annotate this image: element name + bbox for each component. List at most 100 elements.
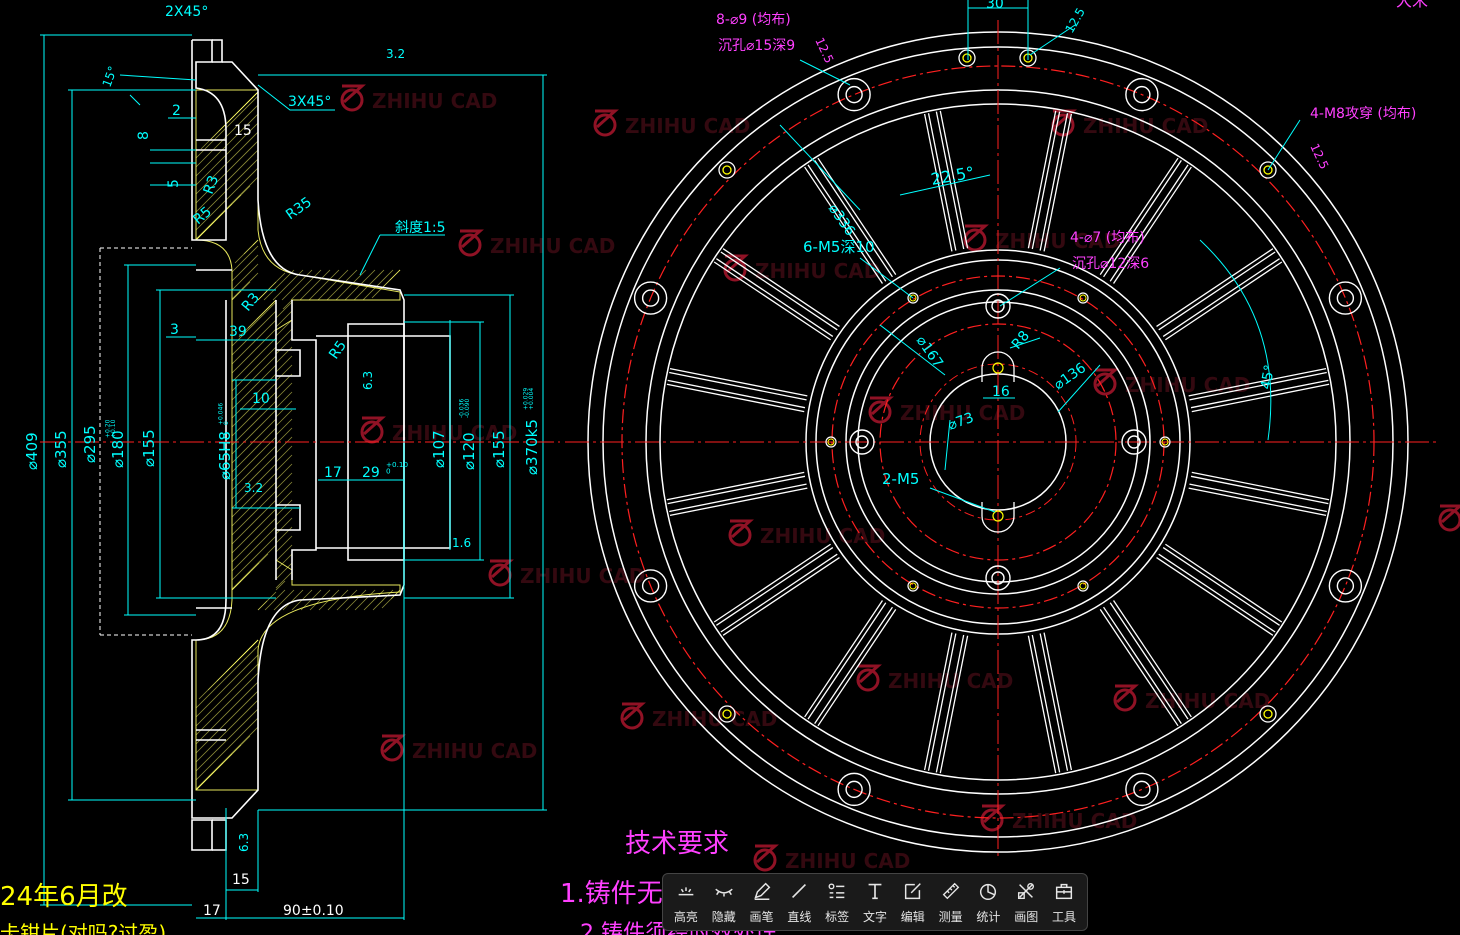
dimension-label: ⌀167 bbox=[913, 333, 946, 371]
toolbar-button-label: 画笔 bbox=[749, 909, 774, 924]
toolbar-button-text[interactable]: 文字 bbox=[856, 876, 894, 928]
watermark-logo: ZHIHU CAD bbox=[868, 396, 1025, 425]
watermark-text: ZHIHU CAD bbox=[900, 401, 1025, 425]
dimension-label: ⌀355 bbox=[52, 430, 70, 468]
hole-callout: 4-⌀7 (均布) bbox=[1070, 230, 1145, 246]
revision-note: 24年6月改 bbox=[0, 882, 128, 912]
thread-callout: 2-M5 bbox=[882, 470, 919, 488]
dimension-label: 22.5° bbox=[929, 163, 975, 189]
dimension-label: 15 bbox=[232, 872, 250, 888]
watermark-text: ZHIHU CAD bbox=[392, 421, 517, 445]
chamfer-label: 2X45° bbox=[165, 4, 208, 20]
dimension-label: 6.3 bbox=[237, 833, 251, 852]
toolbar-button-tag-list[interactable]: 标签 bbox=[818, 876, 856, 928]
dimension-label: 3.2 bbox=[386, 47, 405, 61]
partial-note: 卡钳片(对吗?过盈) bbox=[0, 921, 166, 935]
dimension-label: ⌀107 bbox=[430, 430, 448, 468]
section-view bbox=[40, 34, 560, 920]
watermark-text: ZHIHU CAD bbox=[1083, 114, 1208, 138]
dimension-label: ⌀409 bbox=[23, 432, 41, 470]
toolbar-button-line[interactable]: 直线 bbox=[780, 876, 818, 928]
toolbar-button-ruler[interactable]: 测量 bbox=[932, 876, 970, 928]
draw-shapes-icon bbox=[1015, 880, 1037, 906]
toolbar-button-label: 测量 bbox=[938, 909, 963, 924]
watermark-logo: ZHIHU CAD bbox=[723, 254, 880, 283]
toolbar-button-label: 工具 bbox=[1052, 909, 1077, 924]
dimension-label: 斜度1:5 bbox=[395, 220, 446, 236]
watermark-text: ZHIHU CAD bbox=[625, 114, 750, 138]
watermark-logo: ZHIHU CAD bbox=[620, 702, 777, 731]
hole-callout: 沉孔⌀15深9 bbox=[718, 38, 795, 54]
dimension-lines bbox=[40, 34, 547, 920]
toolbar-button-label: 文字 bbox=[862, 909, 887, 924]
dimension-label: 1.6 bbox=[452, 536, 471, 550]
dimension-label: 29 bbox=[362, 465, 380, 481]
watermark-logo: ZHIHU CAD bbox=[963, 224, 1120, 253]
dimension-label: 17 bbox=[324, 465, 342, 481]
toolbar-button-label: 画图 bbox=[1014, 909, 1039, 924]
toolbar-button-label: 统计 bbox=[976, 909, 1001, 924]
watermark-logo: ZHIHU CAD bbox=[856, 664, 1013, 693]
toolbar-button-pen[interactable]: 画笔 bbox=[743, 876, 781, 928]
dimension-label: R35 bbox=[283, 194, 315, 223]
toolbar-button-edit[interactable]: 编辑 bbox=[894, 876, 932, 928]
watermark-text: ZHIHU CAD bbox=[1125, 373, 1250, 397]
hidden-lines bbox=[99, 247, 192, 636]
dimension-label: +0.20+0.10 bbox=[105, 419, 118, 438]
text-icon bbox=[864, 880, 886, 906]
dimension-label: 12.5 bbox=[1307, 141, 1331, 171]
bottom-toolbar: 高亮隐藏画笔直线标签文字编辑测量统计画图工具 bbox=[662, 873, 1088, 931]
toolbar-button-label: 直线 bbox=[787, 909, 812, 924]
watermark-logo: ZHIHU CAD bbox=[340, 84, 497, 113]
dimension-label: ⌀336 bbox=[825, 201, 858, 239]
dimension-label: ⌀136 bbox=[1051, 360, 1089, 393]
ruler-icon bbox=[940, 880, 962, 906]
line-icon bbox=[788, 880, 810, 906]
dimension-label: ⌀155 bbox=[140, 429, 158, 467]
toolbar-button-label: 隐藏 bbox=[711, 909, 736, 924]
dimension-label: 大米 bbox=[1396, 0, 1428, 10]
dimension-label: 39 bbox=[229, 324, 247, 340]
pie-chart-icon bbox=[977, 880, 999, 906]
toolbar-button-label: 编辑 bbox=[900, 909, 925, 924]
dimension-label: 2 bbox=[172, 103, 181, 119]
watermark-logo: ZHIHU CAD bbox=[458, 229, 615, 258]
dimension-label: ⌀180 bbox=[109, 430, 127, 468]
watermark-logo: ZHIHU CAD bbox=[1438, 504, 1460, 532]
dimension-label: 16 bbox=[992, 384, 1010, 400]
dimension-label: ⌀370k5 bbox=[523, 419, 541, 475]
dimension-label: ⌀155 bbox=[490, 430, 508, 468]
dimension-label: 3X45° bbox=[288, 94, 331, 110]
watermark-logo: ZHIHU CAD bbox=[360, 416, 517, 445]
watermark-text: ZHIHU CAD bbox=[412, 739, 537, 763]
toolbox-icon bbox=[1053, 880, 1075, 906]
toolbar-button-highlight[interactable]: 高亮 bbox=[667, 876, 705, 928]
hole-callout: 沉孔⌀12深6 bbox=[1072, 256, 1149, 272]
dimension-label: R3 bbox=[201, 173, 222, 196]
hole-callout: 8-⌀9 (均布) bbox=[716, 12, 791, 28]
dimension-label: 45° bbox=[1258, 363, 1278, 390]
watermark-logo: ZHIHU CAD bbox=[728, 519, 885, 548]
watermark-text: ZHIHU CAD bbox=[755, 259, 880, 283]
dimension-label: 10 bbox=[252, 391, 270, 407]
dimension-label: 90±0.10 bbox=[283, 903, 344, 919]
dimension-label: 5 bbox=[166, 179, 182, 188]
pen-icon bbox=[751, 880, 773, 906]
watermark-logo: ZHIHU CAD bbox=[488, 559, 645, 588]
watermark-text: ZHIHU CAD bbox=[995, 229, 1120, 253]
dimension-label: +0.0460 bbox=[218, 403, 231, 425]
watermark-text: ZHIHU CAD bbox=[520, 564, 645, 588]
toolbar-button-hide-eye[interactable]: 隐藏 bbox=[705, 876, 743, 928]
toolbar-button-draw-shapes[interactable]: 画图 bbox=[1007, 876, 1045, 928]
dimension-label: 17 bbox=[203, 903, 221, 919]
toolbar-button-toolbox[interactable]: 工具 bbox=[1045, 876, 1083, 928]
watermark-logo: ZHIHU CAD bbox=[593, 109, 750, 138]
dimension-label: 15° bbox=[100, 64, 120, 89]
toolbar-button-pie-chart[interactable]: 统计 bbox=[970, 876, 1008, 928]
dimension-label: 30 bbox=[986, 0, 1004, 12]
dimension-label: R8 bbox=[1009, 328, 1033, 353]
dimension-label: 6.3 bbox=[361, 371, 375, 390]
watermark-text: ZHIHU CAD bbox=[888, 669, 1013, 693]
dimension-label: R3 bbox=[239, 290, 263, 315]
